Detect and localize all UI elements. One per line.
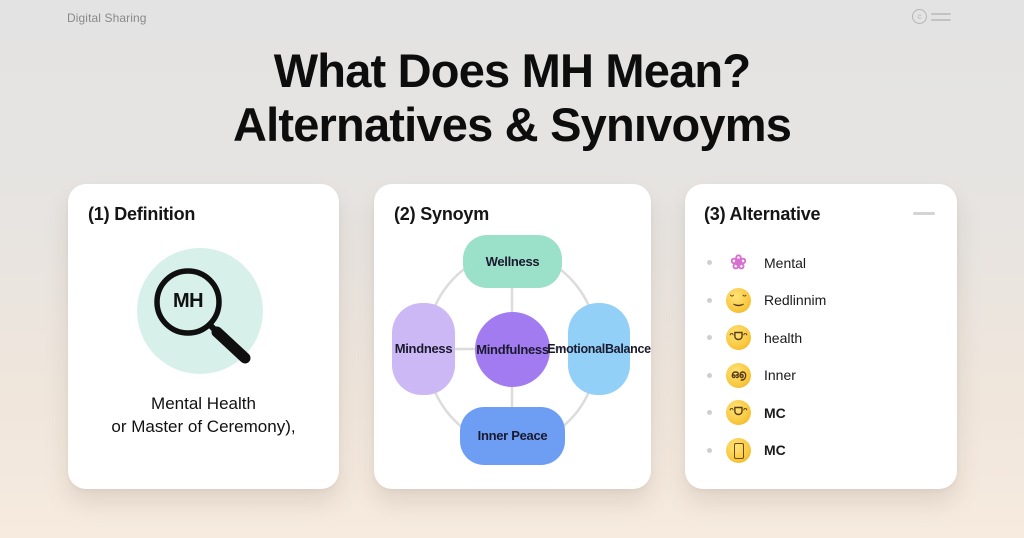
alternative-card-title: (3) Alternative [704, 204, 821, 224]
synonym-card-title: (2) Synoym [394, 204, 490, 224]
bullet-icon [707, 260, 712, 266]
grin-emoji-icon: ᵔᗜᵔ [726, 325, 751, 351]
magnifier-glyph-icon [154, 268, 251, 364]
title-line-1: What Does MH Mean? [273, 44, 751, 97]
magnifier-icon: MH [137, 248, 263, 374]
definition-line-2: or Master of Ceremony), [111, 417, 296, 436]
list-item[interactable]: ᵔᗜᵔ MC [707, 394, 826, 432]
definition-card: (1) Definition MH Mental Health or Maste… [68, 184, 339, 489]
medal-emoji-icon [726, 437, 751, 463]
alternative-label: MC [764, 404, 786, 421]
bullet-icon [707, 372, 712, 378]
alternative-label: Mental [764, 254, 807, 271]
list-item[interactable]: ❀ Mental [707, 244, 826, 282]
swirl-eyes-emoji-icon: ഒ൭ [726, 362, 751, 388]
alternative-label: Inner [764, 367, 796, 384]
synonym-node-mindness[interactable]: Mindness [392, 303, 455, 395]
bullet-icon [707, 447, 712, 453]
top-icons: c [912, 9, 951, 24]
brain-emoji-icon: ❀ [730, 251, 747, 274]
menu-icon[interactable] [931, 12, 951, 21]
collapse-icon[interactable] [913, 212, 935, 215]
bullet-icon [707, 410, 712, 416]
page-title: What Does MH Mean? Alternatives & Synıvo… [0, 44, 1024, 152]
list-item[interactable]: ᵔᗜᵔ health [707, 319, 826, 357]
brand-label: Digital Sharing [67, 11, 147, 25]
synonym-node-inner-peace[interactable]: Inner Peace [460, 407, 565, 465]
definition-line-1: Mental Health [151, 394, 256, 413]
bullet-icon [707, 335, 712, 341]
definition-card-title: (1) Definition [88, 204, 196, 224]
alternative-label: Redlinnim [764, 292, 827, 309]
copyright-icon[interactable]: c [912, 9, 927, 24]
smirk-emoji-icon: ˘‿˘ [726, 287, 751, 313]
definition-text: Mental Health or Master of Ceremony), [68, 392, 339, 438]
grin-emoji-icon: ᵔᗜᵔ [726, 400, 751, 426]
synonym-node-mindfulness[interactable]: Mindfulness [475, 312, 550, 387]
magnifier-label: MH [172, 290, 204, 312]
synonym-card: (2) Synoym Wellness Mindness Mindfulness… [374, 184, 651, 489]
list-item[interactable]: MC [707, 432, 826, 470]
synonym-diagram: Wellness Mindness Mindfulness Emotional … [374, 184, 651, 489]
synonym-node-emotional-balance[interactable]: Emotional Balance [547, 303, 651, 395]
alternative-label: health [764, 329, 803, 346]
list-item[interactable]: ഒ൭ Inner [707, 357, 826, 395]
synonym-node-wellness[interactable]: Wellness [463, 235, 562, 288]
emotional-line-1: Emotional [547, 342, 605, 356]
bullet-icon [707, 297, 712, 303]
emotional-line-2: Balance [604, 342, 651, 356]
title-line-2: Alternatives & Synıvoyms [232, 98, 792, 151]
alternative-card: (3) Alternative ❀ Mental ˘‿˘ Redlinnim ᵔ… [685, 184, 957, 489]
alternative-list: ❀ Mental ˘‿˘ Redlinnim ᵔᗜᵔ health ഒ൭ Inn… [707, 244, 826, 469]
alternative-label: MC [764, 442, 786, 459]
list-item[interactable]: ˘‿˘ Redlinnim [707, 282, 826, 320]
